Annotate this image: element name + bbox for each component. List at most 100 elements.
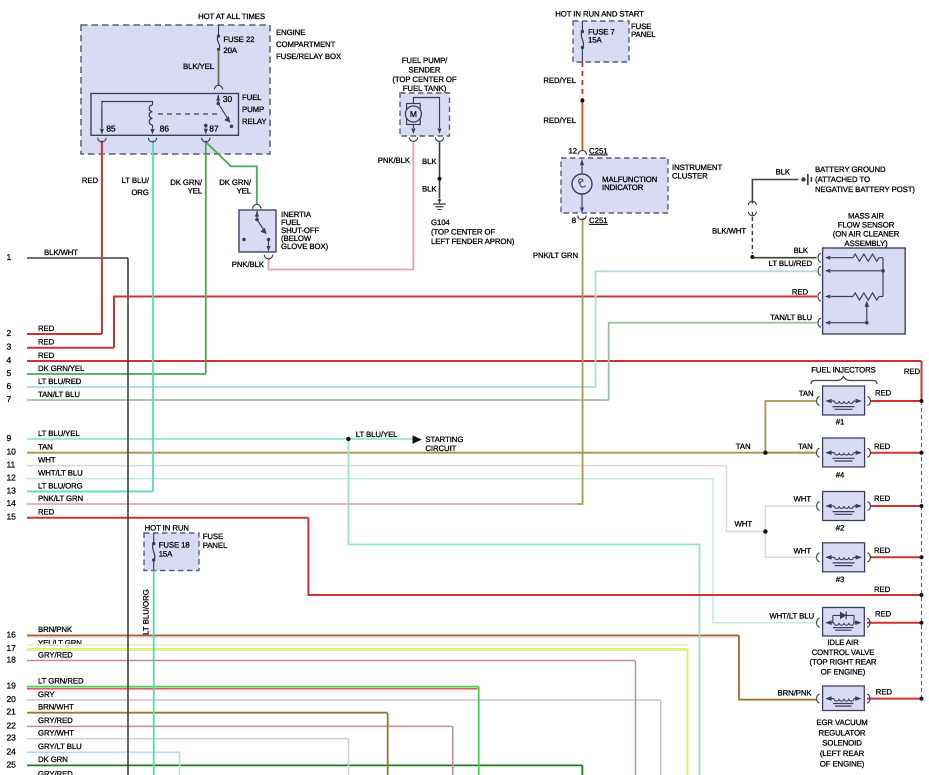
svg-text:15: 15 [7,512,17,522]
svg-text:3: 3 [7,342,12,352]
svg-text:PANEL: PANEL [203,541,228,550]
svg-text:10: 10 [7,447,17,457]
svg-text:M: M [410,109,417,119]
svg-text:LT BLU/YEL: LT BLU/YEL [356,430,398,439]
svg-text:GLOVE BOX): GLOVE BOX) [281,242,329,251]
svg-text:LT BLU/ORG: LT BLU/ORG [142,589,151,635]
svg-text:FUSE/RELAY BOX: FUSE/RELAY BOX [276,52,342,61]
svg-text:BLK/WHT: BLK/WHT [44,248,78,257]
svg-text:HOT IN RUN: HOT IN RUN [145,524,189,533]
svg-text:FUEL INJECTORS: FUEL INJECTORS [811,366,875,375]
svg-text:#4: #4 [836,471,845,480]
svg-text:G104: G104 [431,218,450,227]
svg-text:WHT: WHT [38,455,56,464]
svg-text:LT BLU/ORG: LT BLU/ORG [38,481,83,490]
svg-text:BLK/WHT: BLK/WHT [712,227,746,236]
svg-text:FUEL: FUEL [242,93,262,102]
svg-text:6: 6 [7,381,12,391]
svg-text:YEL/LT GRN: YEL/LT GRN [38,639,82,648]
svg-text:(TOP RIGHT REAR: (TOP RIGHT REAR [810,658,877,667]
svg-text:#2: #2 [836,524,844,533]
svg-text:RED/YEL: RED/YEL [543,116,576,125]
svg-text:DK GRN/YEL: DK GRN/YEL [38,364,85,373]
svg-text:BATTERY GROUND: BATTERY GROUND [815,165,886,174]
svg-text:BRN/PNK: BRN/PNK [38,625,73,634]
svg-text:11: 11 [7,460,16,470]
svg-text:STARTING: STARTING [425,435,463,444]
svg-text:GRY: GRY [38,690,55,699]
svg-text:13: 13 [7,486,17,496]
svg-text:REGULATOR: REGULATOR [819,729,866,738]
svg-text:OF ENGINE): OF ENGINE) [821,668,866,677]
svg-text:RED: RED [38,508,55,517]
svg-text:CONTROL VALVE: CONTROL VALVE [812,648,875,657]
svg-text:20: 20 [7,694,17,704]
svg-text:LT BLU/: LT BLU/ [122,176,150,185]
svg-text:FUSE: FUSE [631,22,651,31]
svg-text:BLK: BLK [422,157,437,166]
svg-text:2: 2 [7,328,12,338]
svg-text:FUSE 7: FUSE 7 [588,28,615,37]
svg-text:8: 8 [572,216,576,225]
svg-text:FUSE: FUSE [203,532,223,541]
svg-text:WHT/LT BLU: WHT/LT BLU [38,469,83,478]
svg-text:20A: 20A [223,46,237,55]
svg-text:17: 17 [7,643,17,653]
svg-text:RED: RED [792,287,809,296]
svg-text:FUSE 18: FUSE 18 [159,541,190,550]
svg-text:GRY/LT BLU: GRY/LT BLU [38,742,82,751]
svg-text:BLK: BLK [422,185,437,194]
svg-text:TAN: TAN [38,443,53,452]
svg-text:MASS AIR: MASS AIR [848,212,884,221]
svg-text:LT BLU/RED: LT BLU/RED [769,259,813,268]
svg-text:RED: RED [38,338,55,347]
svg-text:1: 1 [7,252,12,262]
svg-text:#3: #3 [836,575,844,584]
svg-text:22: 22 [7,720,17,730]
svg-text:CIRCUIT: CIRCUIT [425,444,456,453]
svg-text:PUMP: PUMP [242,105,264,114]
svg-text:EGR VACUUM: EGR VACUUM [816,718,867,727]
svg-text:COMPARTMENT: COMPARTMENT [276,40,336,49]
svg-text:GRY/RED: GRY/RED [38,770,73,775]
svg-text:LEFT FENDER APRON): LEFT FENDER APRON) [431,237,515,246]
svg-text:INERTIA: INERTIA [281,210,312,219]
svg-text:WHT: WHT [794,495,812,504]
svg-text:(ON AIR CLEANER: (ON AIR CLEANER [833,230,900,239]
svg-text:PNK/BLK: PNK/BLK [232,260,265,269]
svg-text:85: 85 [106,124,116,134]
svg-text:(BELOW: (BELOW [281,234,312,243]
svg-text:18: 18 [7,655,17,665]
svg-text:(ATTACHED TO: (ATTACHED TO [815,175,870,184]
svg-text:HOT AT ALL TIMES: HOT AT ALL TIMES [198,12,265,21]
svg-text:87: 87 [209,124,219,134]
svg-text:RED: RED [874,546,891,555]
svg-text:DK GRN/: DK GRN/ [170,178,203,187]
svg-text:FUEL TANK): FUEL TANK) [403,84,447,93]
svg-text:RED: RED [904,367,921,376]
svg-text:FUEL PUMP/: FUEL PUMP/ [402,56,448,65]
svg-text:9: 9 [7,433,12,443]
svg-text:OF ENGINE): OF ENGINE) [820,760,865,769]
svg-text:ENGINE: ENGINE [276,28,305,37]
svg-text:RED: RED [874,585,891,594]
svg-text:NEGATIVE BATTERY POST): NEGATIVE BATTERY POST) [815,185,915,194]
svg-text:INSTRUMENT: INSTRUMENT [672,163,722,172]
svg-text:MALFUNCTION: MALFUNCTION [602,175,657,184]
svg-text:#1: #1 [836,418,844,427]
svg-text:RED: RED [38,351,55,360]
svg-text:C251: C251 [589,147,608,156]
svg-text:LT GRN/RED: LT GRN/RED [38,676,84,685]
svg-text:TAN: TAN [736,442,751,451]
svg-text:LT BLU/RED: LT BLU/RED [38,377,82,386]
svg-text:LT BLU/YEL: LT BLU/YEL [38,429,80,438]
svg-text:RED: RED [876,688,893,697]
svg-text:TAN/LT BLU: TAN/LT BLU [38,390,80,399]
svg-text:INDICATOR: INDICATOR [602,183,644,192]
svg-text:WHT: WHT [735,520,753,529]
svg-text:4: 4 [7,355,12,365]
svg-text:PNK/LT GRN: PNK/LT GRN [533,251,578,260]
svg-text:16: 16 [7,629,17,639]
svg-text:ORG: ORG [131,188,148,197]
svg-text:RED/YEL: RED/YEL [543,76,576,85]
